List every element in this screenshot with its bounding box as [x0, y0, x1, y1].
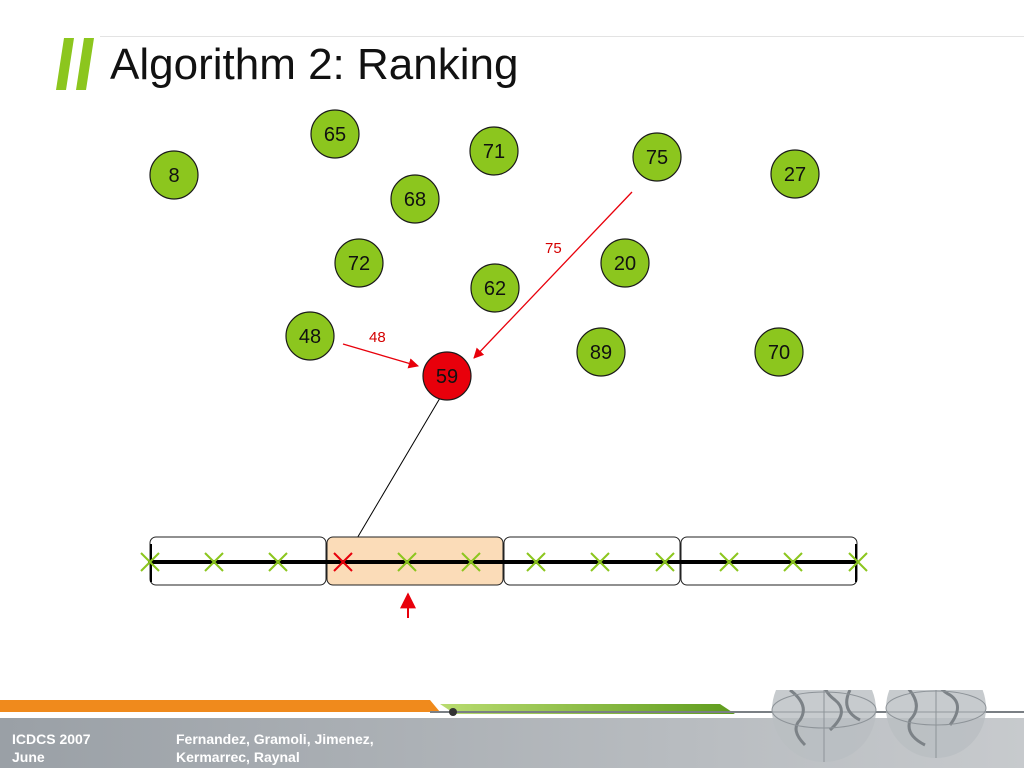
ranking-markers [140, 552, 868, 572]
marker-12 [848, 552, 868, 572]
title-divider [100, 36, 1024, 37]
edge-label-48: 48 [369, 329, 386, 346]
slide-title: Algorithm 2: Ranking [110, 40, 519, 89]
node-62: 62 [470, 263, 520, 313]
svg-text:72: 72 [348, 253, 370, 275]
svg-text:8: 8 [168, 165, 179, 187]
svg-text:48: 48 [299, 326, 321, 348]
svg-text:65: 65 [324, 124, 346, 146]
link-59-to-line [342, 397, 441, 563]
svg-text:68: 68 [404, 189, 426, 211]
node-59-current: 59 [422, 351, 472, 401]
globe-right-icon [885, 690, 987, 758]
node-71: 71 [469, 126, 519, 176]
svg-text:59: 59 [436, 366, 458, 388]
node-48: 48 [285, 311, 335, 361]
svg-text:89: 89 [590, 342, 612, 364]
marker-3 [268, 552, 288, 572]
marker-1 [140, 552, 160, 572]
node-65: 65 [310, 109, 360, 159]
svg-text:62: 62 [484, 278, 506, 300]
node-70: 70 [754, 327, 804, 377]
marker-11 [783, 552, 803, 572]
footer-authors: Fernandez, Gramoli, Jimenez, Kermarrec, … [176, 731, 374, 765]
globe-left-icon [771, 690, 877, 762]
marker-10 [719, 552, 739, 572]
marker-2 [204, 552, 224, 572]
marker-8 [590, 552, 610, 572]
marker-6 [461, 552, 481, 572]
slide-footer: ICDCS 2007 June Fernandez, Gramoli, Jime… [0, 690, 1024, 768]
edge-48-to-59 [342, 343, 419, 369]
node-89: 89 [576, 327, 626, 377]
node-75: 75 [632, 132, 682, 182]
slash-logo-icon [56, 38, 94, 90]
edge-75-to-59 [473, 191, 633, 359]
node-27: 27 [770, 149, 820, 199]
svg-text:71: 71 [483, 141, 505, 163]
ranking-diagram: 75 48 65 71 75 8 68 27 72 20 62 48 [140, 109, 868, 618]
node-72: 72 [334, 238, 384, 288]
svg-text:20: 20 [614, 253, 636, 275]
footer-conference: ICDCS 2007 June [12, 731, 91, 765]
svg-text:75: 75 [646, 147, 668, 169]
node-68: 68 [390, 174, 440, 224]
svg-text:70: 70 [768, 342, 790, 364]
marker-9 [655, 552, 675, 572]
footer-background [0, 690, 1024, 768]
marker-7 [526, 552, 546, 572]
node-8: 8 [149, 150, 199, 200]
node-20: 20 [600, 238, 650, 288]
edge-label-75: 75 [545, 240, 562, 257]
svg-text:27: 27 [784, 164, 806, 186]
marker-5 [397, 552, 417, 572]
marker-selected [333, 552, 353, 572]
